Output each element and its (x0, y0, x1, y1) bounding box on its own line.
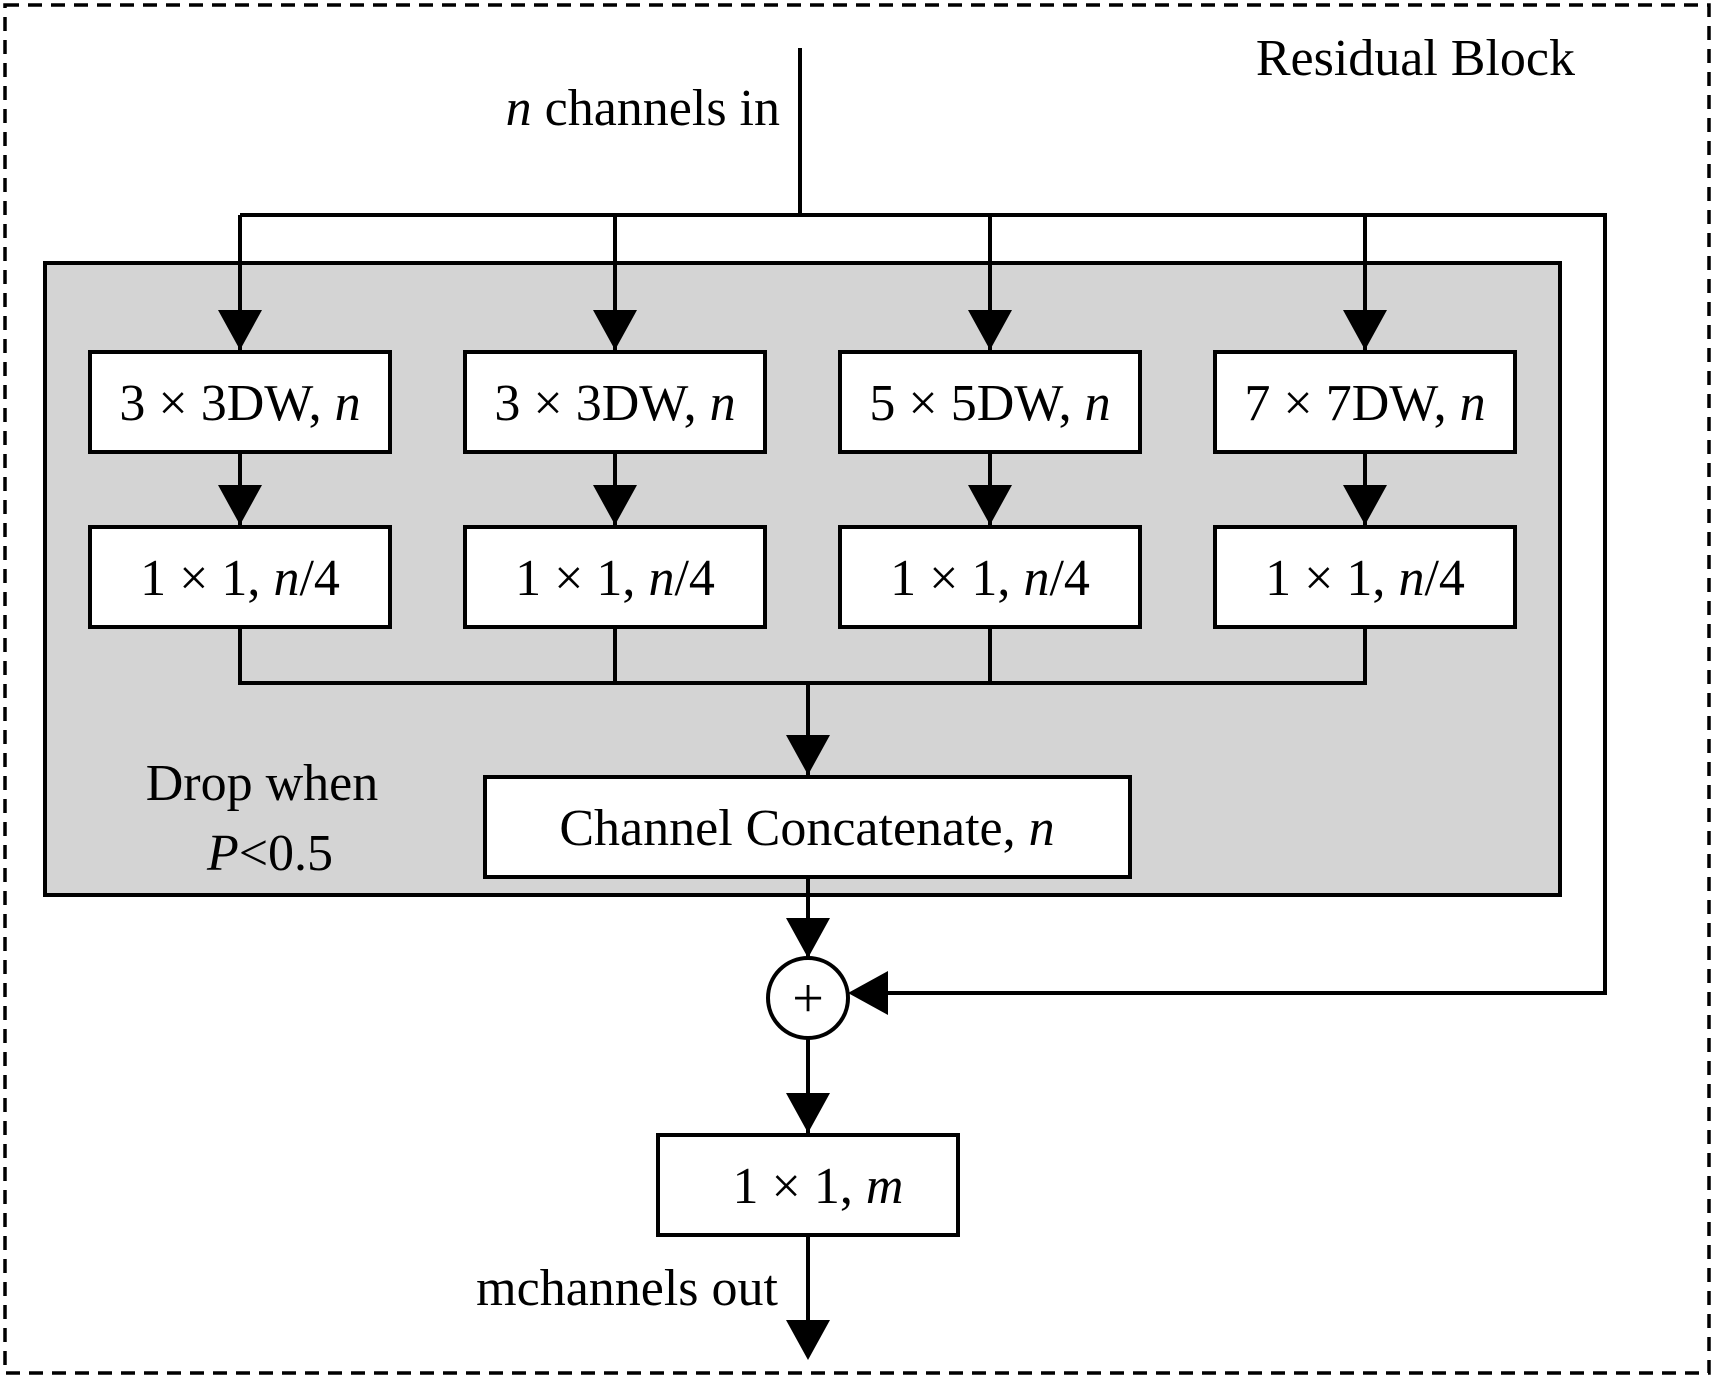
pw-conv-label-3: 1 × 1, n/4 (890, 550, 1090, 607)
pw-conv-box-3 (838, 525, 1142, 629)
concat-label: Channel Concatenate, n (559, 800, 1054, 857)
branch-wires (218, 215, 1387, 775)
skip-arrowhead (848, 971, 888, 1015)
dw-conv-label-3: 5 × 5DW, n (869, 375, 1110, 432)
block-title: Residual Block (1256, 30, 1575, 87)
pw-conv-label-2: 1 × 1, n/4 (515, 550, 715, 607)
pw-conv-box-4 (1213, 525, 1517, 629)
dw-conv-box-2 (463, 350, 767, 454)
input-bus (240, 213, 1607, 995)
drop-note-line-2: P<0.5 (206, 825, 333, 882)
dw-conv-label-1: 3 × 3DW, n (119, 375, 360, 432)
output-conv-box (656, 1133, 960, 1237)
dw-conv-box-3 (838, 350, 1142, 454)
residual-block-frame (3, 3, 1711, 1375)
input-label: n channels in (506, 80, 780, 137)
pw-conv-box-2 (463, 525, 767, 629)
pw-conv-box-1 (88, 525, 392, 629)
dw-conv-box-4 (1213, 350, 1517, 454)
dw-conv-label-2: 3 × 3DW, n (494, 375, 735, 432)
pw-conv-label-4: 1 × 1, n/4 (1265, 550, 1465, 607)
dw-conv-box-1 (88, 350, 392, 454)
output-label: mchannels out (476, 1260, 778, 1317)
dw-conv-label-4: 7 × 7DW, n (1244, 375, 1485, 432)
output-conv-label: 1 × 1, m (733, 1158, 904, 1215)
drop-note-line-1: Drop when (146, 755, 379, 812)
pw-conv-label-1: 1 × 1, n/4 (140, 550, 340, 607)
add-symbol: + (792, 968, 824, 1030)
concat-box (483, 775, 1132, 879)
